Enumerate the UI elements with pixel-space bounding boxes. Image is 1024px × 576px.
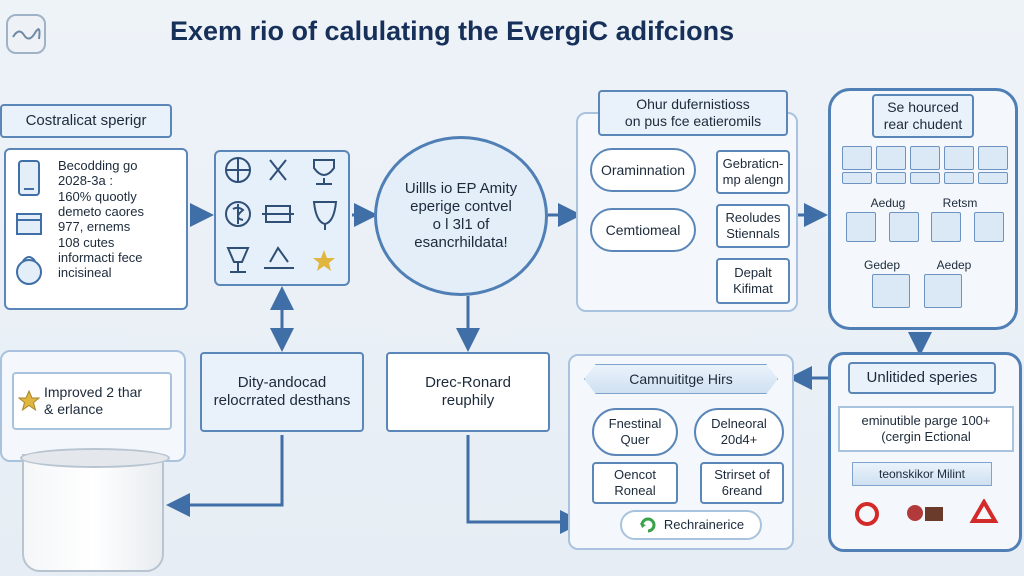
unlimited-header: Unlitided speries (848, 362, 996, 394)
circle-line-2: eperige contvel (410, 198, 512, 215)
left-line-1: Becodding go (58, 158, 138, 173)
circle-line-4: esancrhildata! (414, 234, 508, 251)
improved-line-2: & erlance (44, 401, 104, 417)
resource-label-2: Retsm (942, 196, 978, 210)
left-line-8: incisineal (58, 265, 112, 281)
circle-line-1: Uillls io EP Amity (404, 180, 518, 197)
dollar-icon (225, 201, 251, 227)
tools-icon (269, 159, 287, 181)
circle-line-3: o l 3l1 of (432, 216, 490, 233)
globe-icon (225, 157, 251, 183)
other-item-3: Depalt Kifimat (716, 258, 790, 304)
left-panel-header: Costralicat sperigr (0, 104, 172, 138)
other-oval-2: Cemtiomeal (590, 208, 696, 252)
other-item-2: Reoludes Stiennals (716, 204, 790, 248)
unlimited-text: eminutible parge 100+ (cergin Ectional (838, 406, 1014, 452)
left-line-5: 977, ernems (58, 219, 131, 235)
cup-icon (312, 201, 338, 230)
left-line-4: demeto caores (58, 203, 144, 219)
community-oval-1: Fnestinal Quer (592, 408, 678, 456)
community-bottom: Rechrainerice (620, 510, 762, 540)
resource-label-1: Aedug (870, 196, 906, 210)
star-icon (313, 250, 335, 271)
dity-box: Dity-andocad relocrrated desthans (200, 352, 364, 432)
bag-icon (12, 250, 46, 290)
page-title: Exem rio of calulating the EvergiC adifc… (170, 16, 735, 46)
resource-label-3: Gedep (863, 258, 901, 272)
left-line-3: 160% quootly (58, 188, 137, 204)
community-ribbon: Camnuititge Hirs (584, 364, 778, 394)
bucket-graphic (20, 448, 170, 572)
left-panel: Becodding go 2028-3a : 160% quootly deme… (4, 148, 188, 310)
other-oval-1: Oraminnation (590, 148, 696, 192)
resource-thumbs-row-3 (872, 274, 962, 308)
resource-thumbs-row-2 (846, 212, 1004, 242)
trophy-icon (313, 159, 335, 185)
unlimited-icons (842, 488, 1010, 540)
other-panel-header: Ohur dufernistioss on pus fce eatieromil… (598, 90, 788, 136)
people-icon (907, 505, 943, 521)
green-cycle-icon (638, 515, 658, 535)
printer-icon (262, 205, 294, 223)
community-oval-2: Delneoral 20d4+ (694, 408, 784, 456)
arrow-drec-to-community (466, 435, 584, 534)
left-line-6: 108 cutes (58, 234, 115, 250)
star-icon (14, 390, 44, 412)
box-icon (12, 206, 46, 240)
resource-label-4: Aedep (936, 258, 972, 272)
phone-icon (12, 158, 46, 198)
community-oval-4: Strirset of 6reand (700, 462, 784, 504)
drec-box: Drec-Ronard reuphily (386, 352, 550, 432)
icon-grid-panel (214, 150, 350, 286)
barbell-icon (264, 246, 294, 269)
resource-thumbs-row-1 (842, 146, 1008, 170)
community-oval-3: Oencot Roneal (592, 462, 678, 504)
resource-header: Se hourced rear chudent (872, 94, 974, 138)
left-line-7: informacti fece (58, 249, 143, 265)
lamp-icon (226, 247, 250, 273)
improved-banner: Improved 2 thar & erlance (12, 372, 172, 430)
other-item-1: Gebraticn- mp alengn (716, 150, 790, 194)
arrow-dity-to-bucket (166, 435, 284, 517)
unlimited-sub: teonskikor Milint (852, 462, 992, 486)
left-line-2: 2028-3a : (58, 173, 113, 189)
center-circle: Uillls io EP Amity eperige contvel o l 3… (374, 136, 548, 296)
logo-icon (6, 14, 46, 54)
red-recycle-icon (969, 499, 999, 523)
improved-line-1: Improved 2 thar (44, 384, 143, 401)
red-ring-icon (855, 502, 879, 526)
